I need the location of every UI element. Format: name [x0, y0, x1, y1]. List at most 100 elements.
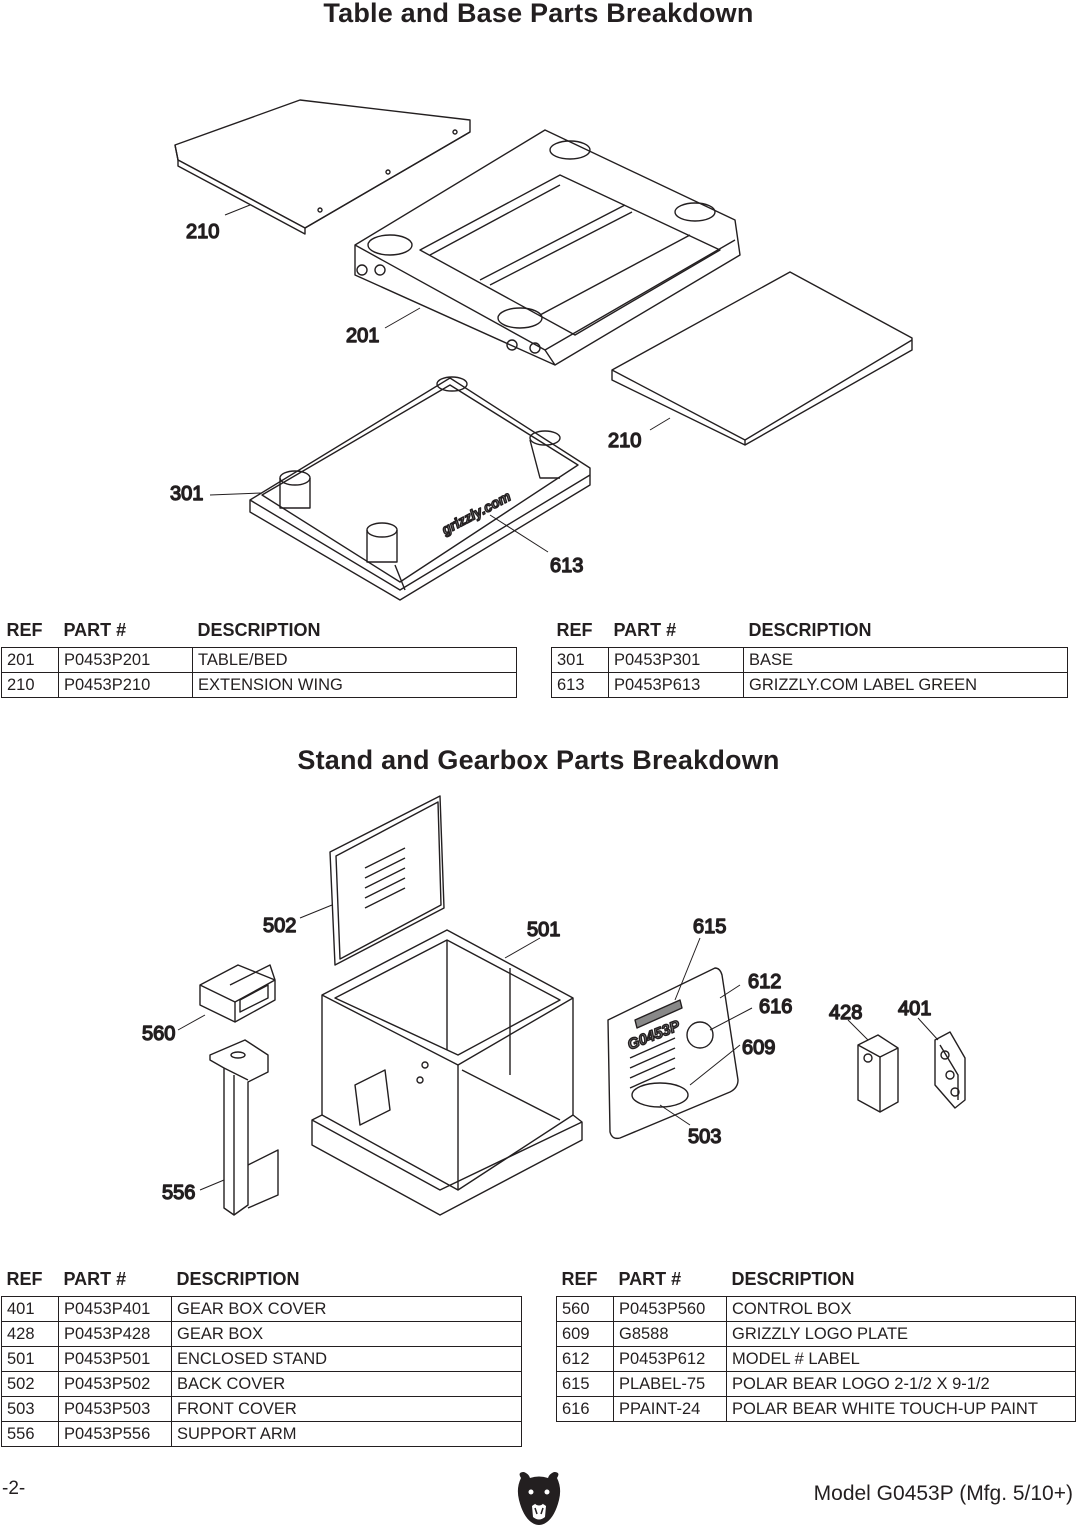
front-cover: G0453P: [607, 967, 739, 1140]
col-header-part: PART #: [63, 619, 127, 640]
cell-ref: 612: [556, 1346, 614, 1372]
cell-ref: 560: [556, 1296, 614, 1322]
control-box: [199, 964, 276, 1023]
cell-ref: 210: [1, 672, 59, 698]
col-header-part: PART #: [613, 619, 677, 640]
enclosed-stand: [311, 929, 583, 1216]
cell-desc: CONTROL BOX: [726, 1296, 1076, 1322]
cell-desc: GRIZZLY LOGO PLATE: [726, 1321, 1076, 1347]
cell-desc: EXTENSION WING: [192, 672, 517, 698]
gear-box-cover: [934, 1031, 966, 1109]
table-row: 201 P0453P201 TABLE/BED: [1, 647, 517, 673]
cell-desc: POLAR BEAR LOGO 2-1/2 X 9-1/2: [726, 1371, 1076, 1397]
table-header-row: REF PART # DESCRIPTION: [2, 619, 517, 648]
extension-wing-upper: [174, 99, 471, 235]
parts-table-s2-left: REF PART # DESCRIPTION 401 P0453P401 GEA…: [1, 1268, 522, 1447]
table-row: 560 P0453P560 CONTROL BOX: [556, 1296, 1076, 1322]
table-row: 612 P0453P612 MODEL # LABEL: [556, 1346, 1076, 1372]
callout-616: 616: [759, 996, 792, 1018]
callout-556: 556: [162, 1182, 195, 1204]
cell-desc: FRONT COVER: [171, 1396, 522, 1422]
table-row: 613 P0453P613 GRIZZLY.COM LABEL GREEN: [551, 672, 1068, 698]
cell-part: G8588: [613, 1321, 727, 1347]
table-row: 609 G8588 GRIZZLY LOGO PLATE: [556, 1321, 1076, 1347]
cell-desc: GEAR BOX COVER: [171, 1296, 522, 1322]
table-row: 501 P0453P501 ENCLOSED STAND: [1, 1346, 522, 1372]
leader-lines: [209, 204, 671, 553]
callout-210-b: 210: [608, 430, 641, 452]
col-header-desc: DESCRIPTION: [731, 1268, 855, 1289]
leader-lines-s2: [177, 904, 939, 1191]
cell-desc: GRIZZLY.COM LABEL GREEN: [743, 672, 1068, 698]
parts-table-s1-right: REF PART # DESCRIPTION 301 P0453P301 BAS…: [551, 619, 1068, 698]
cell-part: P0453P301: [608, 647, 744, 673]
table-header-row: REF PART # DESCRIPTION: [557, 1268, 1076, 1297]
callout-609: 609: [742, 1037, 775, 1059]
cell-desc: MODEL # LABEL: [726, 1346, 1076, 1372]
cell-part: P0453P210: [58, 672, 193, 698]
cell-ref: 503: [1, 1396, 59, 1422]
cell-ref: 301: [551, 647, 609, 673]
cell-ref: 615: [556, 1371, 614, 1397]
col-header-desc: DESCRIPTION: [176, 1268, 300, 1289]
cell-ref: 502: [1, 1371, 59, 1397]
table-row: 210 P0453P210 EXTENSION WING: [1, 672, 517, 698]
cell-desc: ENCLOSED STAND: [171, 1346, 522, 1372]
cell-ref: 428: [1, 1321, 59, 1347]
cell-part: P0453P428: [58, 1321, 172, 1347]
cell-part: P0453P560: [613, 1296, 727, 1322]
page-number: -2-: [2, 1478, 26, 1499]
table-row: 616 PPAINT-24 POLAR BEAR WHITE TOUCH-UP …: [556, 1396, 1076, 1422]
cell-ref: 201: [1, 647, 59, 673]
parts-table-s1-left: REF PART # DESCRIPTION 201 P0453P201 TAB…: [1, 619, 517, 698]
cell-desc: POLAR BEAR WHITE TOUCH-UP PAINT: [726, 1396, 1076, 1422]
section2-title: Stand and Gearbox Parts Breakdown: [297, 745, 780, 775]
cell-desc: BACK COVER: [171, 1371, 522, 1397]
back-cover: [329, 795, 445, 966]
cell-part: PLABEL-75: [613, 1371, 727, 1397]
cell-part: P0453P556: [58, 1421, 172, 1447]
col-header-ref: REF: [6, 1268, 43, 1289]
cell-ref: 616: [556, 1396, 614, 1422]
col-header-desc: DESCRIPTION: [748, 619, 872, 640]
callout-401: 401: [898, 998, 931, 1020]
callout-615: 615: [693, 916, 726, 938]
cell-part: P0453P503: [58, 1396, 172, 1422]
cell-ref: 609: [556, 1321, 614, 1347]
callout-501: 501: [527, 919, 560, 941]
gear-box: [857, 1034, 899, 1113]
model-label: Model G0453P (Mfg. 5/10+): [813, 1482, 1073, 1505]
callout-613: 613: [550, 555, 583, 577]
cell-desc: GEAR BOX: [171, 1321, 522, 1347]
callout-301: 301: [170, 483, 203, 505]
stand-gearbox-exploded-diagram: G0453P 502 501 615 612 616 428 401 560 6…: [141, 795, 966, 1216]
col-header-ref: REF: [561, 1268, 598, 1289]
col-header-desc: DESCRIPTION: [197, 619, 321, 640]
table-row: 615 PLABEL-75 POLAR BEAR LOGO 2-1/2 X 9-…: [556, 1371, 1076, 1397]
callout-612: 612: [748, 971, 781, 993]
table-row: 401 P0453P401 GEAR BOX COVER: [1, 1296, 522, 1322]
cell-desc: BASE: [743, 647, 1068, 673]
cell-ref: 556: [1, 1421, 59, 1447]
base: grizzly.com: [249, 376, 591, 601]
parts-table-s2-right: REF PART # DESCRIPTION 560 P0453P560 CON…: [556, 1268, 1076, 1422]
table-base-exploded-diagram: grizzly.com 210 201 210 301 613: [169, 99, 913, 601]
table-bed-frame: [354, 129, 741, 366]
cell-part: P0453P612: [613, 1346, 727, 1372]
callout-428: 428: [829, 1002, 862, 1024]
section1-title: Table and Base Parts Breakdown: [323, 0, 754, 28]
table-header-row: REF PART # DESCRIPTION: [552, 619, 1068, 648]
cell-part: P0453P201: [58, 647, 193, 673]
cell-part: P0453P613: [608, 672, 744, 698]
table-row: 503 P0453P503 FRONT COVER: [1, 1396, 522, 1422]
table-row: 428 P0453P428 GEAR BOX: [1, 1321, 522, 1347]
callout-201: 201: [346, 325, 379, 347]
callout-503: 503: [688, 1126, 721, 1148]
cell-desc: TABLE/BED: [192, 647, 517, 673]
callout-210-a: 210: [186, 221, 219, 243]
cell-part: P0453P401: [58, 1296, 172, 1322]
support-arm: [209, 1039, 279, 1216]
col-header-ref: REF: [556, 619, 593, 640]
col-header-ref: REF: [6, 619, 43, 640]
col-header-part: PART #: [63, 1268, 127, 1289]
